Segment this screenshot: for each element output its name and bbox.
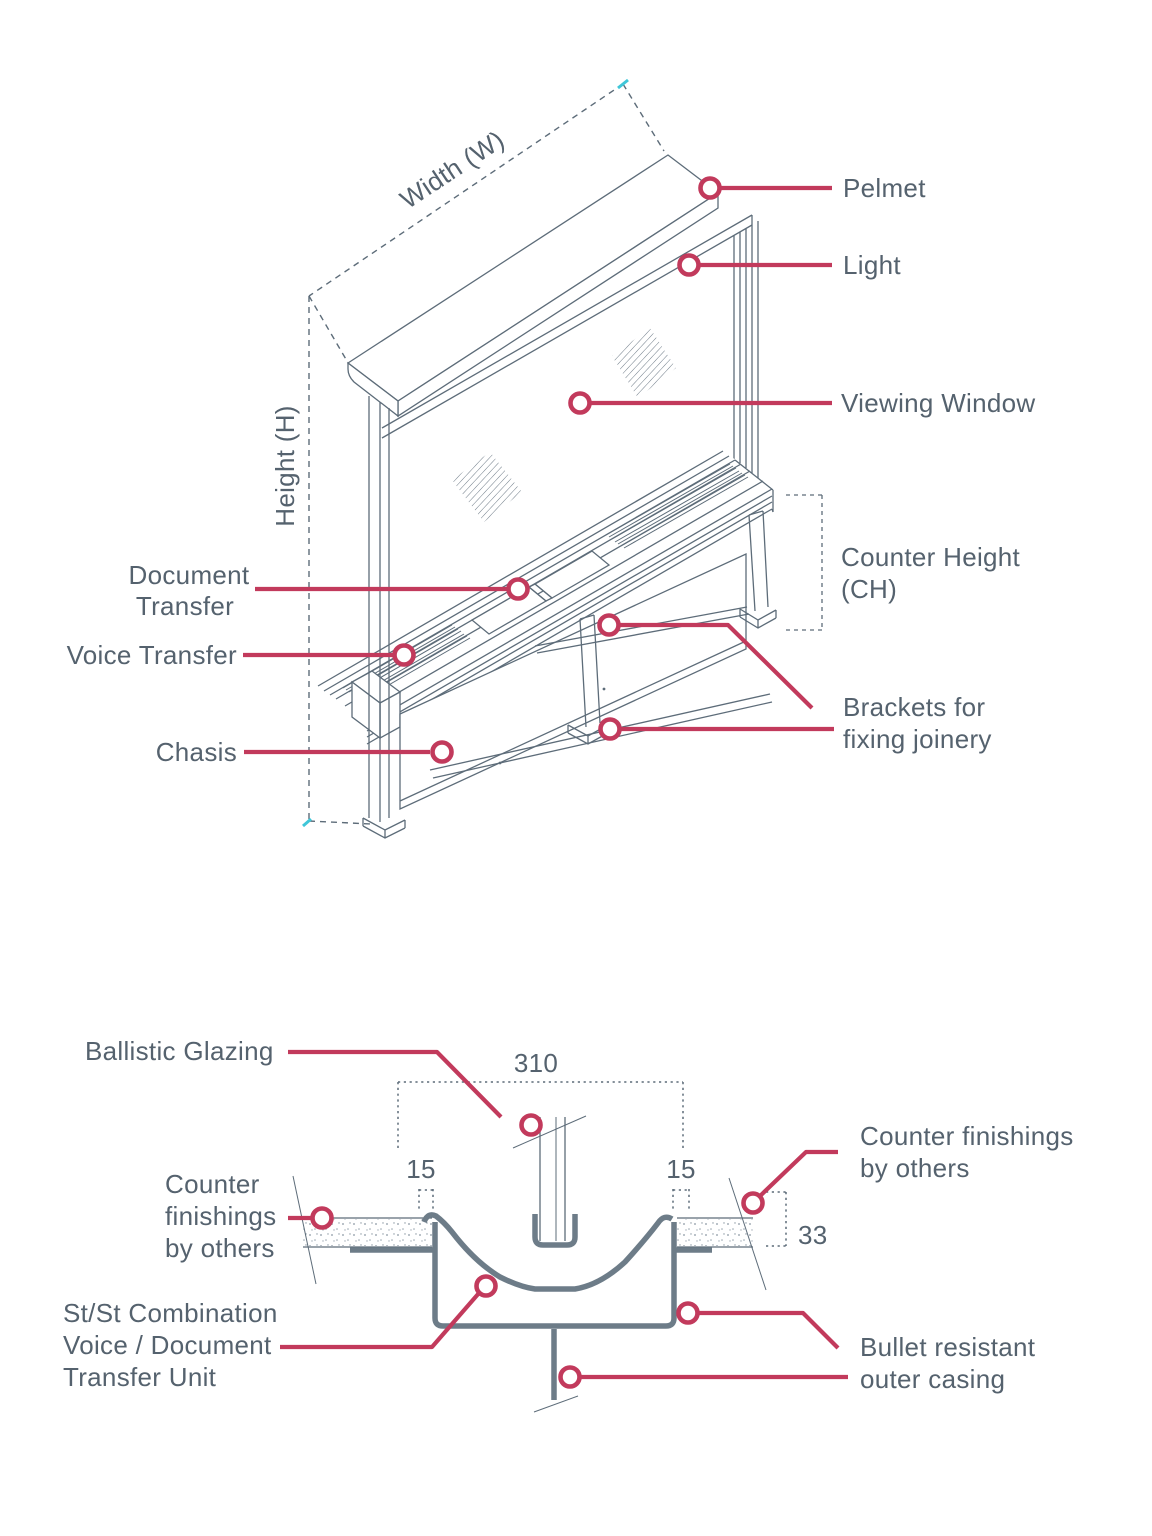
chassis-panel [399, 552, 747, 811]
dim-33-label: 33 [798, 1220, 828, 1250]
outer-casing [350, 1212, 712, 1413]
document-transfer-marker [506, 577, 530, 601]
transfer-unit-marker [474, 1274, 498, 1298]
counter-height-label-line2: (CH) [841, 574, 897, 604]
width-dimension-line [308, 78, 665, 362]
transfer-unit-label-line3: Transfer Unit [63, 1362, 217, 1392]
bullet-casing-marker-stem [558, 1365, 582, 1389]
leaders-bottom [280, 1049, 848, 1389]
glazing-channel [512, 1115, 587, 1248]
bracket-marker-lower [598, 717, 622, 741]
chasis-label: Chasis [156, 737, 237, 767]
chasis-marker [430, 740, 454, 764]
stem-break-mark [533, 1395, 579, 1413]
width-dim-label: Width (W) [394, 124, 509, 214]
break-line-left [292, 1175, 317, 1285]
leaders-top [243, 176, 834, 764]
counter-finishings-left-line1: Counter [165, 1169, 260, 1199]
counter-finishings-right-line2: by others [860, 1153, 970, 1183]
viewing-window-label: Viewing Window [841, 388, 1035, 418]
voice-transfer-marker [392, 643, 416, 667]
brackets-label-line2: fixing joinery [843, 724, 992, 754]
ballistic-glazing-label: Ballistic Glazing [85, 1036, 274, 1066]
mullion-posts [733, 221, 759, 478]
dim-15-left-lines [418, 1189, 434, 1211]
counter-finishing-right [677, 1177, 767, 1291]
document-tray-openings [470, 550, 611, 635]
dim-310-label: 310 [514, 1048, 558, 1078]
voice-transfer-label: Voice Transfer [67, 640, 237, 670]
counter-assembly [317, 450, 774, 745]
counter-end-cap [350, 670, 402, 740]
ballistic-glazing-marker [519, 1113, 543, 1137]
mid-support-leg [567, 614, 607, 745]
light-label: Light [843, 250, 901, 280]
bracket-marker-upper [597, 613, 621, 637]
brackets-label-line1: Brackets for [843, 692, 985, 722]
light-marker [677, 253, 701, 277]
transfer-unit-label-line2: Voice / Document [63, 1330, 272, 1360]
section-diagram: Ballistic Glazing 310 15 15 33 Counter f… [63, 1036, 1074, 1413]
counter-finishings-left-marker [310, 1206, 334, 1230]
right-support-leg [739, 510, 777, 629]
glass-reflection-upper [612, 328, 676, 398]
counter-finishings-left-line2: finishings [165, 1201, 276, 1231]
glass-reflection-lower [452, 452, 522, 522]
transfer-unit-label-line1: St/St Combination [63, 1298, 278, 1328]
counter-height-dimension-line [786, 494, 823, 631]
glass-break-mark [512, 1115, 587, 1149]
dim-33-lines [766, 1191, 787, 1247]
viewing-window-marker [568, 391, 592, 415]
ballistic-glass-pane [539, 1117, 566, 1241]
pelmet-label: Pelmet [843, 173, 926, 203]
bullet-casing-label-line1: Bullet resistant [860, 1332, 1036, 1362]
dim-15-left-label: 15 [406, 1154, 436, 1184]
dim-15-right-lines [672, 1189, 690, 1211]
counter-finishings-left-line3: by others [165, 1233, 275, 1263]
bullet-casing-label-line2: outer casing [860, 1364, 1005, 1394]
pelmet-marker [698, 176, 722, 200]
left-foot-bracket [362, 817, 406, 839]
pelmet-shape [346, 154, 720, 418]
counter-grille-hatch [605, 463, 749, 549]
height-dim-label: Height (H) [270, 405, 300, 526]
dim-15-right-label: 15 [666, 1154, 696, 1184]
break-line-right [728, 1177, 767, 1291]
height-dimension-line [302, 296, 372, 828]
isometric-diagram: Width (W) Height (H) Pelmet Light Viewin… [67, 78, 1035, 839]
counter-finishing-left [292, 1175, 432, 1285]
document-transfer-label-line2: Transfer [136, 591, 234, 621]
snap-tick [617, 78, 629, 90]
chassis-structure [362, 510, 777, 839]
snap-tick [302, 817, 312, 828]
dim-310-lines [397, 1081, 684, 1148]
document-transfer-label-line1: Document [129, 560, 250, 590]
counter-height-label-line1: Counter Height [841, 542, 1021, 572]
bullet-casing-marker-right [676, 1301, 700, 1325]
counter-finishings-right-marker [741, 1191, 765, 1215]
counter-finishings-right-line1: Counter finishings [860, 1121, 1074, 1151]
left-post [368, 396, 390, 822]
